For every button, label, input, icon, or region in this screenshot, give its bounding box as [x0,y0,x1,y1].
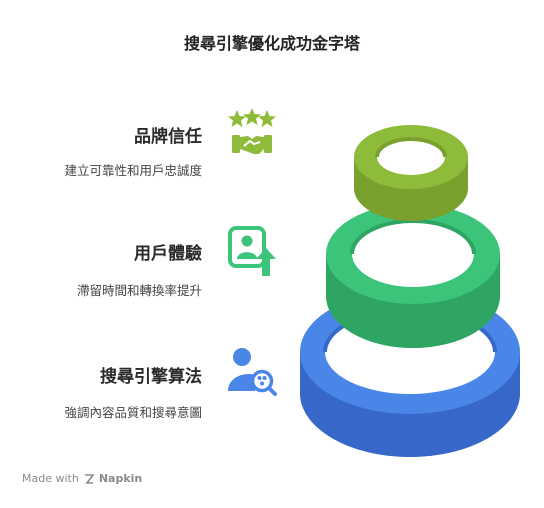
stars-handshake-icon [228,108,276,154]
user-badge-arrow-icon [228,226,276,276]
level-title-search-algorithm: 搜尋引擎算法 [100,367,202,387]
napkin-logo-icon [84,473,95,484]
user-search-icon [228,348,277,396]
ring-brand-trust [354,125,468,221]
footer-prefix: Made with [22,472,79,485]
level-desc-brand-trust: 建立可靠性和用戶忠誠度 [64,163,202,178]
page-title: 搜尋引擎優化成功金字塔 [183,34,360,53]
footer-brand: Napkin [98,472,143,485]
level-title-brand-trust: 品牌信任 [134,127,202,147]
ring-user-experience [326,204,500,348]
level-title-user-experience: 用戶體驗 [134,244,202,264]
made-with-napkin-footer: Made with Napkin [22,472,142,485]
level-desc-user-experience: 滯留時間和轉換率提升 [76,283,202,298]
level-desc-search-algorithm: 強調內容品質和搜尋意圖 [64,405,202,420]
